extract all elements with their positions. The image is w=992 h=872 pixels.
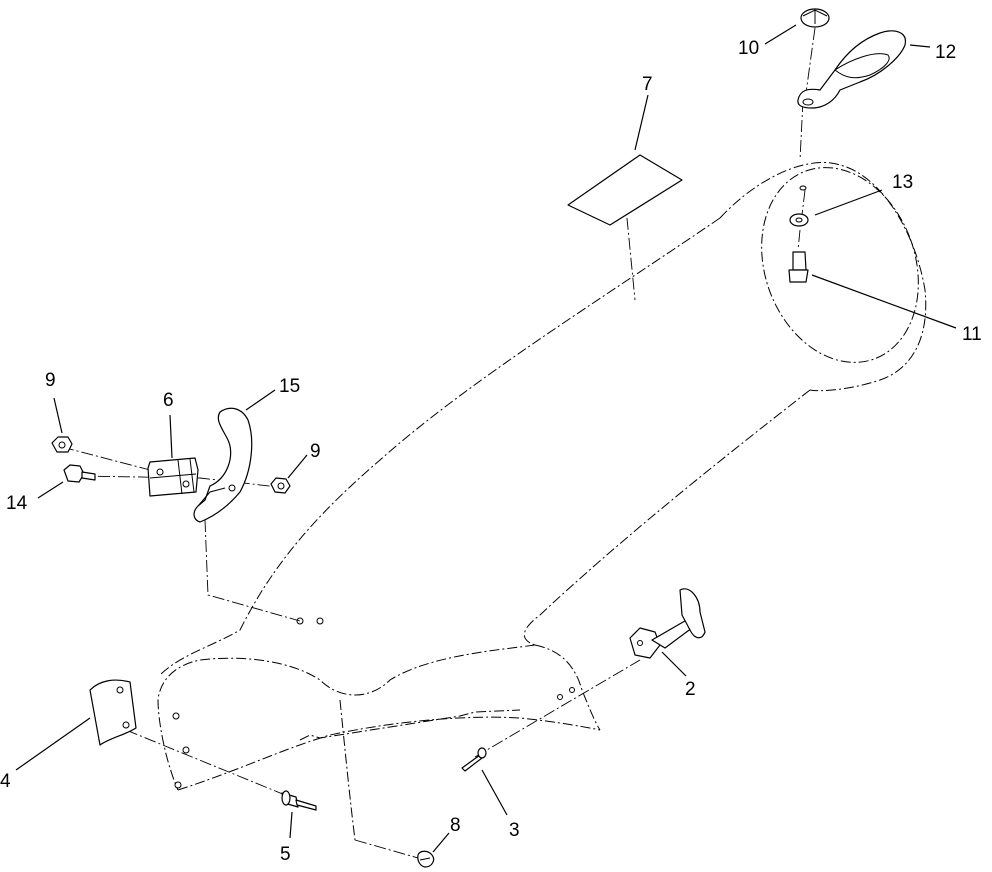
pin-part-5 [281, 790, 317, 811]
block-part-6 [147, 457, 199, 497]
callout-3: 3 [509, 820, 520, 841]
callout-12: 12 [935, 42, 956, 63]
callout-8: 8 [450, 815, 461, 836]
rivet-part-3 [461, 747, 487, 772]
knob-part-10 [800, 8, 830, 28]
bolt-part-11 [788, 251, 809, 283]
decal-part-7 [567, 154, 683, 226]
callout-7: 7 [642, 74, 653, 95]
callout-2: 2 [685, 679, 696, 700]
nut-part-9-right [270, 477, 291, 494]
nut-part-9-left [51, 436, 73, 453]
clip-part-8 [417, 850, 435, 868]
callout-9-right: 9 [310, 441, 321, 462]
callout-labels: 10 12 7 13 11 9 6 15 9 14 2 4 3 8 5 [0, 38, 982, 865]
callout-11: 11 [962, 324, 982, 345]
handle-part-12 [797, 30, 906, 109]
callout-6: 6 [163, 390, 174, 411]
callout-4: 4 [0, 771, 11, 792]
cover-part-4 [89, 679, 137, 746]
latch-part-15 [193, 407, 253, 523]
callout-9-left: 9 [45, 370, 56, 391]
housing-outline [157, 161, 927, 841]
callout-15: 15 [279, 376, 300, 397]
callout-14: 14 [6, 493, 28, 514]
callout-13: 13 [892, 172, 913, 193]
assembly-guides [61, 27, 816, 861]
bolt-part-14 [63, 464, 96, 483]
latch-part-2 [629, 588, 706, 659]
washer-part-13 [789, 185, 809, 227]
callout-10: 10 [738, 38, 759, 59]
callout-5: 5 [280, 844, 291, 865]
callout-leaders [15, 24, 957, 853]
